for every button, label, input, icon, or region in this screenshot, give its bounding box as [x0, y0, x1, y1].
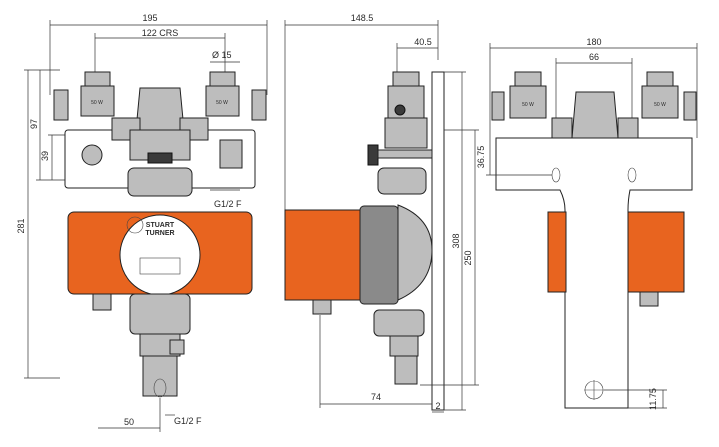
dim-180: 180 — [586, 37, 601, 47]
rear-view: 180 66 50 W 50 W 36.75 — [476, 37, 698, 410]
dim-height-97: 97 — [29, 119, 39, 129]
thread-lower: G1/2 F — [174, 416, 202, 426]
rear-right-valve-label: 50 W — [654, 102, 666, 108]
front-view: 195 122 CRS Ø 15 281 97 39 50 W 50 W — [16, 13, 268, 432]
dim-overall-height: 281 — [16, 218, 26, 233]
dim-height-308: 308 — [451, 233, 461, 248]
dim-74: 74 — [371, 392, 381, 402]
side-view: 148.5 40.5 308 250 74 — [284, 13, 479, 413]
dim-height-250: 250 — [463, 250, 473, 265]
dim-height-39: 39 — [40, 151, 50, 161]
dim-2: 2 — [435, 401, 440, 411]
pump-brand-line1: STUART — [146, 222, 175, 229]
thread-upper: G1/2 F — [214, 199, 242, 209]
right-valve-label: 50 W — [216, 100, 228, 106]
dim-bottom-50: 50 — [124, 417, 134, 427]
dim-66: 66 — [589, 52, 599, 62]
pump-brand-line2: TURNER — [145, 230, 174, 237]
left-valve-label: 50 W — [91, 100, 103, 106]
dim-centres: 122 CRS — [142, 28, 179, 38]
dim-offset: 40.5 — [414, 37, 432, 47]
rear-left-valve-label: 50 W — [522, 102, 534, 108]
dim-pipe-diameter: Ø 15 — [212, 50, 232, 60]
dim-36-75: 36.75 — [476, 146, 486, 169]
dim-overall-width: 195 — [142, 13, 157, 23]
dim-depth: 148.5 — [351, 13, 374, 23]
dim-11-75: 11.75 — [648, 388, 658, 410]
